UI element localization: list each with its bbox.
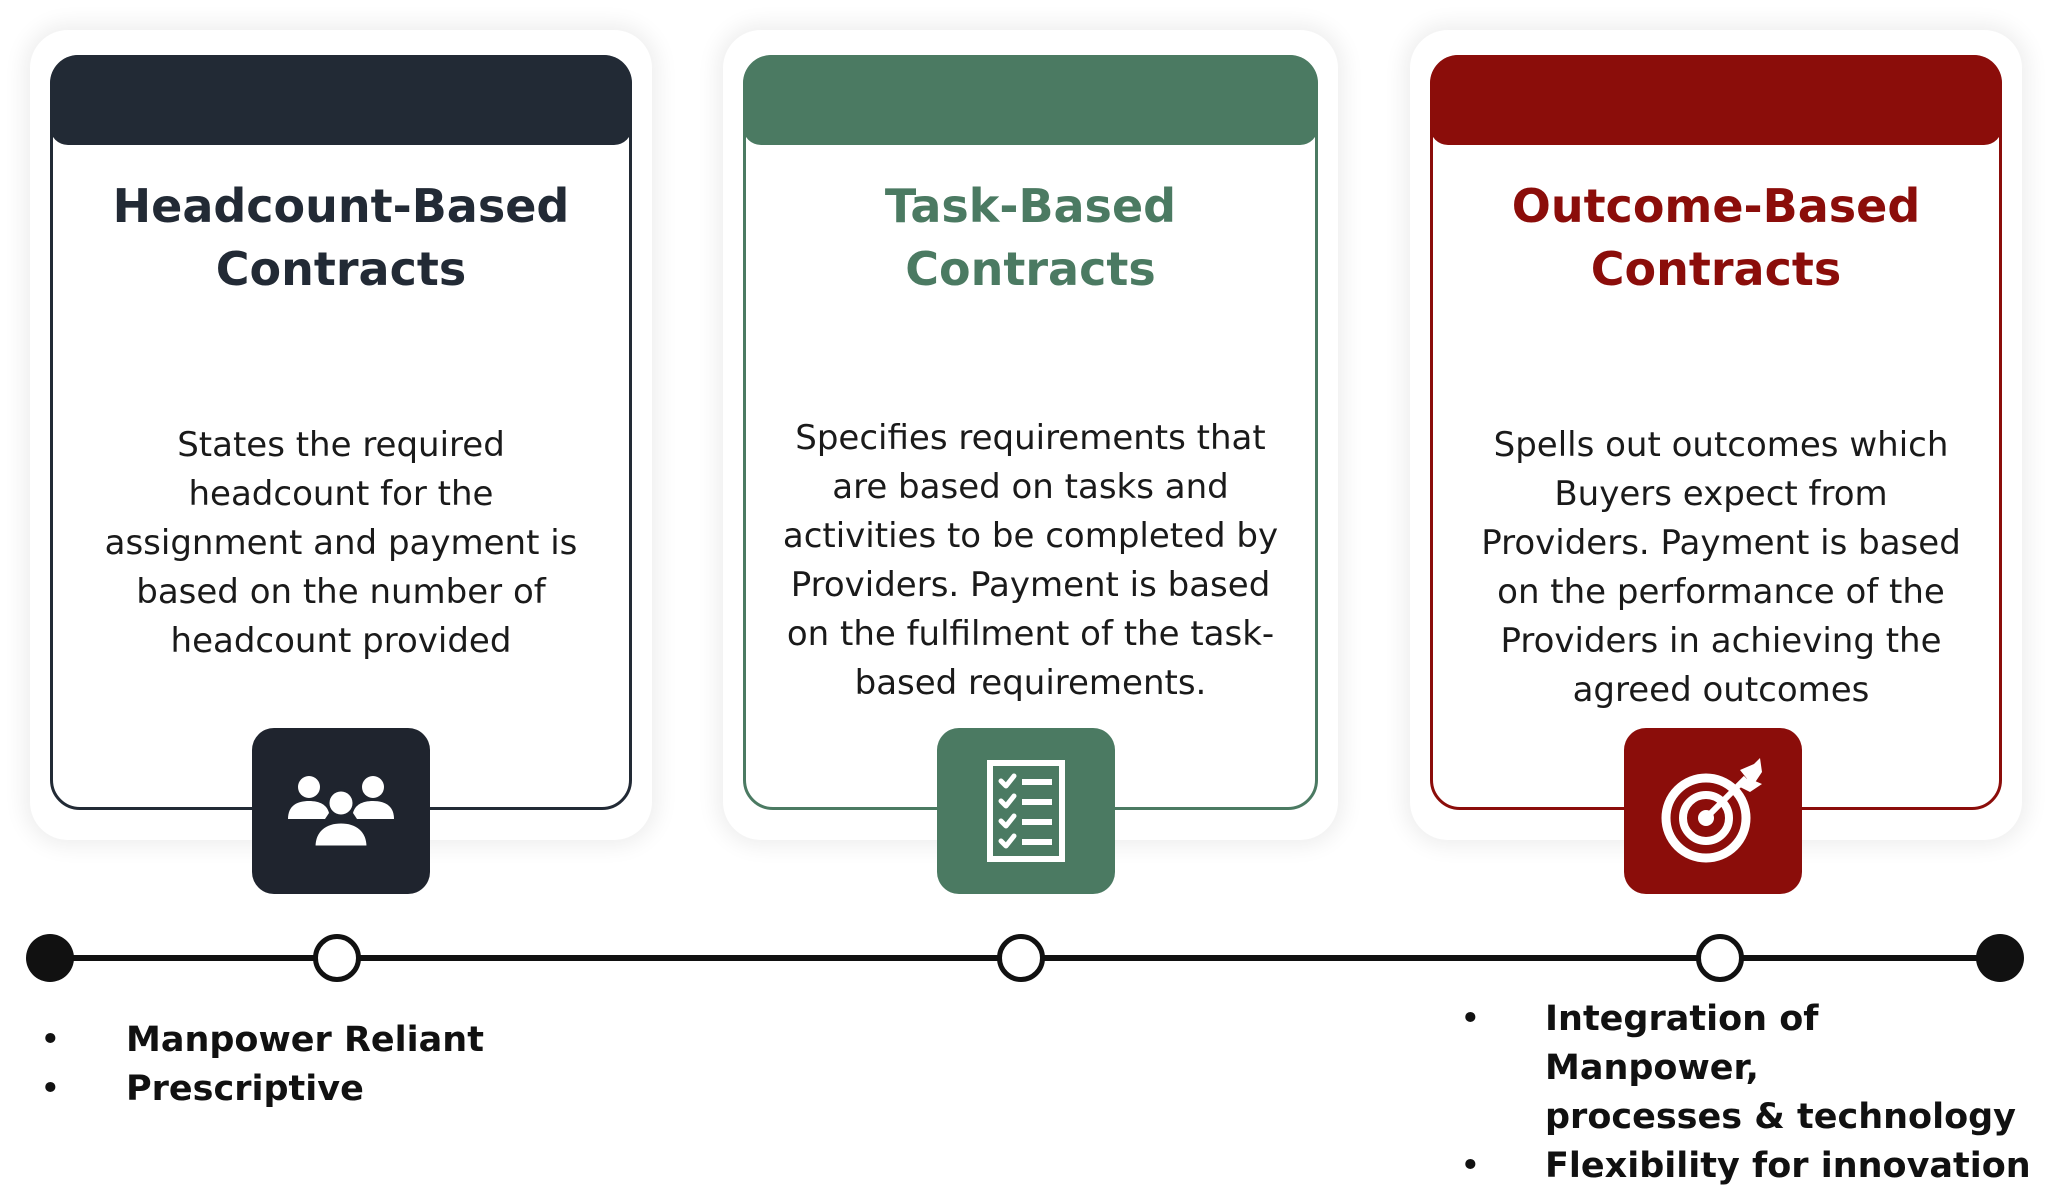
card-description: Spells out outcomes which Buyers expect … (1481, 425, 1961, 710)
timeline-node (997, 934, 1045, 982)
timeline-node (1696, 934, 1744, 982)
timeline-node (313, 934, 361, 982)
icon-tile (1624, 728, 1802, 894)
bullet-text: Manpower Reliant (126, 1020, 484, 1060)
card-header-band (743, 55, 1318, 145)
card-title: Headcount-Based Contracts (112, 179, 570, 296)
list-item: • Flexibility for innovation (1460, 1142, 2040, 1191)
left-bullet-list: • Manpower Reliant • Prescriptive (40, 1016, 560, 1114)
list-item: • Prescriptive (40, 1065, 560, 1114)
bullet-dot: • (40, 1020, 61, 1060)
bullet-dot: • (1460, 1146, 1481, 1186)
card-header-band (50, 55, 632, 145)
bullet-dot: • (40, 1069, 61, 1109)
card-description: Specifies requirements that are based on… (782, 418, 1279, 703)
timeline-start-node (26, 934, 74, 982)
bullet-text: Integration of Manpower, processes & tec… (1545, 999, 2016, 1137)
headcount-contract-card: Headcount-Based Contracts States the req… (50, 55, 632, 810)
bullet-text: Flexibility for innovation (1545, 1146, 2031, 1186)
bullet-dot: • (1460, 999, 1481, 1039)
list-item: • Integration of Manpower, processes & t… (1460, 995, 2040, 1142)
outcome-contract-card: Outcome-Based Contracts Spells out outco… (1430, 55, 2002, 810)
people-group-icon (288, 776, 394, 849)
task-contract-card: Task-Based Contracts Specifies requireme… (743, 55, 1318, 810)
card-description: States the required headcount for the as… (104, 425, 578, 661)
card-title: Task-Based Contracts (884, 179, 1177, 296)
checklist-icon (987, 760, 1065, 862)
card-header-band (1430, 55, 2002, 145)
timeline-end-node (1976, 934, 2024, 982)
list-item: • Manpower Reliant (40, 1016, 560, 1065)
target-arrow-icon (1661, 758, 1762, 863)
right-bullet-list: • Integration of Manpower, processes & t… (1460, 995, 2040, 1191)
bullet-text: Prescriptive (126, 1069, 364, 1109)
icon-tile (937, 728, 1115, 894)
card-title: Outcome-Based Contracts (1511, 179, 1921, 296)
icon-tile (252, 728, 430, 894)
